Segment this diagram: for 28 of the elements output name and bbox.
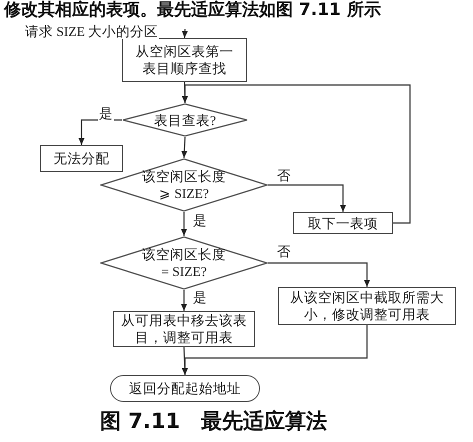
edge-label: 否 bbox=[276, 168, 292, 183]
arrow bbox=[181, 136, 188, 158]
arrow bbox=[182, 84, 411, 224]
process-box: 从空闲区表第一表目顺序查找 bbox=[122, 38, 247, 82]
process-box: 从该空闲区中截取所需大小，修改调整可用表 bbox=[278, 287, 456, 325]
heading-text: 修改其相应的表项。最先适应算法如图 7.11 所示 bbox=[4, 0, 382, 20]
arrow bbox=[181, 212, 187, 236]
figure-caption: 图 7.11 最先适应算法 bbox=[100, 408, 328, 434]
process-box: 从可用表中移去该表目，调整可用表 bbox=[113, 311, 255, 347]
edge-label: 是 bbox=[192, 290, 208, 305]
decision-text: 表目查表? bbox=[152, 112, 217, 128]
arrow bbox=[182, 325, 368, 375]
process-box: 取下一表项 bbox=[293, 212, 393, 234]
terminal-box: 返回分配起始地址 bbox=[110, 375, 260, 402]
arrow bbox=[182, 346, 188, 376]
arrow bbox=[182, 82, 188, 104]
arrow bbox=[182, 28, 188, 38]
edge-label: 是 bbox=[192, 213, 208, 228]
arrow bbox=[268, 184, 346, 212]
arrow bbox=[181, 290, 187, 311]
arrow bbox=[78, 119, 122, 145]
decision-text: 该空闲区长度 ⩾ SIZE? bbox=[140, 168, 227, 202]
edge-label: 请求 SIZE 大小的分区 bbox=[24, 24, 160, 39]
process-box: 无法分配 bbox=[40, 145, 123, 172]
edge-label: 否 bbox=[276, 244, 292, 259]
arrow bbox=[268, 262, 370, 287]
edge-label: 是 bbox=[98, 106, 114, 121]
decision-text: 该空闲区长度 = SIZE? bbox=[140, 246, 227, 280]
